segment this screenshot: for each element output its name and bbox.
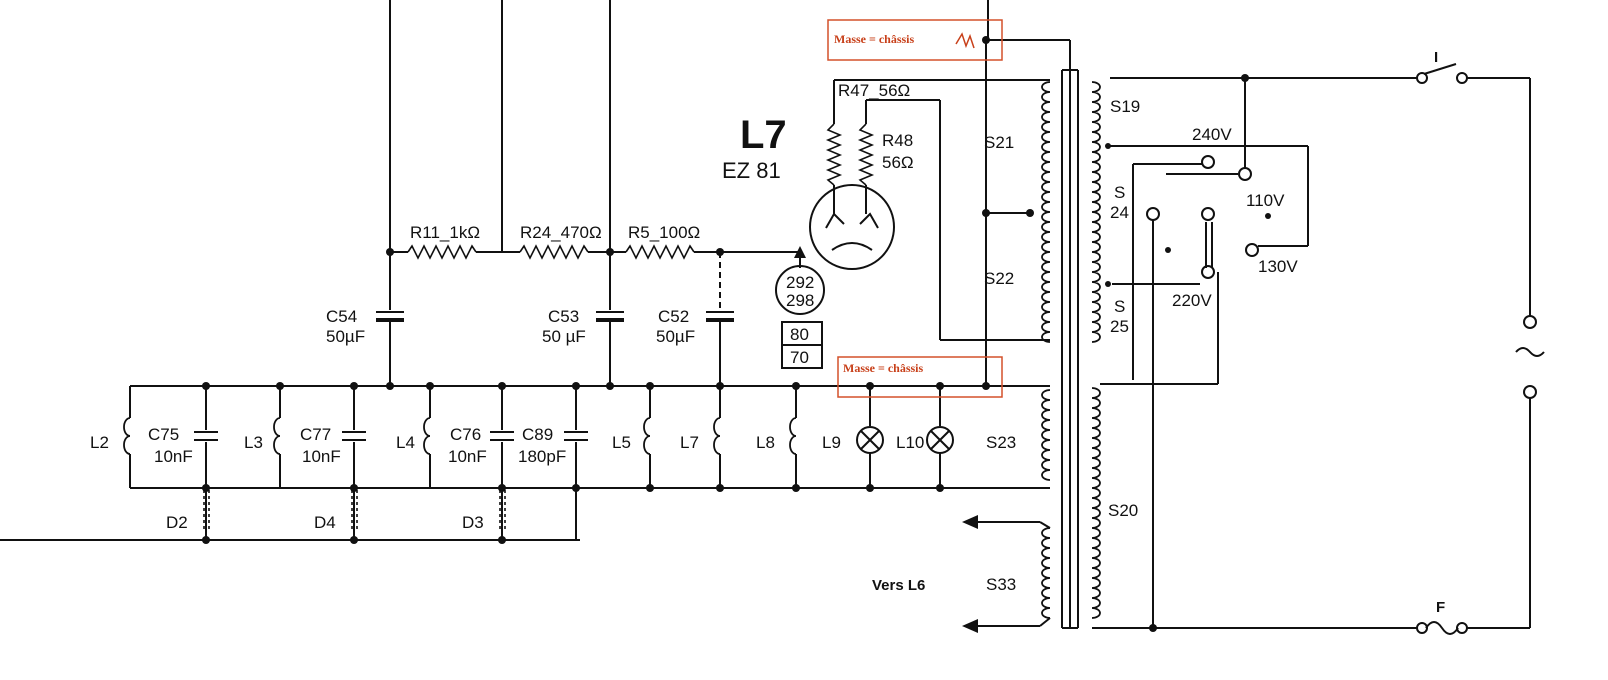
fuse-label: F xyxy=(1436,599,1445,616)
l5-label: L5 xyxy=(612,433,631,452)
voltage-240: 240V xyxy=(1192,125,1232,144)
r24-resistor xyxy=(519,244,589,260)
s22-label: S22 xyxy=(984,269,1014,288)
s23-label: S23 xyxy=(986,433,1016,452)
c76-label: C76 xyxy=(450,425,481,444)
pin-292: 292 xyxy=(786,273,814,292)
l7-label: L7 xyxy=(680,433,699,452)
r5-label: R5_100Ω xyxy=(628,223,700,242)
voltage-110: 110V xyxy=(1246,191,1285,210)
r24-label: R24_470Ω xyxy=(520,223,602,242)
r47-resistor xyxy=(825,123,843,186)
s20-winding xyxy=(1091,387,1101,619)
s33-label: S33 xyxy=(986,575,1016,594)
s24-num-label: 24 xyxy=(1110,203,1129,222)
transformer xyxy=(1041,69,1101,629)
r11-resistor xyxy=(407,244,477,260)
s21-label: S21 xyxy=(984,133,1014,152)
annotation-top: Masse = châssis xyxy=(827,19,1003,61)
s33-winding xyxy=(1041,527,1051,619)
c53-value: 50 µF xyxy=(542,327,586,346)
l8-label: L8 xyxy=(756,433,775,452)
annotation-top-text: Masse = châssis xyxy=(834,32,915,46)
s19-s24-s25-winding xyxy=(1091,81,1101,343)
s23-winding xyxy=(1041,389,1051,481)
mains-input xyxy=(1092,63,1545,635)
switch-label: I xyxy=(1434,49,1438,66)
tube-pin-indicator xyxy=(775,258,825,369)
voltage-220: 220V xyxy=(1172,291,1212,310)
filter-capacitors xyxy=(376,252,734,386)
tube-name: L7 xyxy=(740,113,787,157)
secondary-taps xyxy=(982,36,1071,387)
r48-label: R48 xyxy=(882,131,913,150)
c75-value: 10nF xyxy=(154,447,193,466)
c89-value: 180pF xyxy=(518,447,566,466)
tube-type: EZ 81 xyxy=(722,158,781,183)
c76-value: 10nF xyxy=(448,447,487,466)
r5-resistor xyxy=(625,244,695,260)
d3-label: D3 xyxy=(462,513,484,532)
c52-label: C52 xyxy=(658,307,689,326)
output-arrows xyxy=(962,515,1051,633)
output-label: Vers L6 xyxy=(872,577,925,594)
r48-value: 56Ω xyxy=(882,153,914,172)
pin-80: 80 xyxy=(790,325,809,344)
pin-298: 298 xyxy=(786,291,814,310)
voltage-130: 130V xyxy=(1258,257,1298,276)
r11-label: R11_1kΩ xyxy=(410,223,480,242)
c77-label: C77 xyxy=(300,425,331,444)
filter-resistor-chain xyxy=(386,244,806,260)
s24-s-label: S xyxy=(1114,183,1125,202)
l9-label: L9 xyxy=(822,433,841,452)
s25-s-label: S xyxy=(1114,297,1125,316)
voltage-selector xyxy=(1100,74,1418,628)
l3-label: L3 xyxy=(244,433,263,452)
d2-label: D2 xyxy=(166,513,188,532)
s20-label: S20 xyxy=(1108,501,1138,520)
s21-s22-winding xyxy=(1041,81,1051,343)
c52-value: 50µF xyxy=(656,327,695,346)
diode-bridges xyxy=(203,490,506,530)
l2-label: L2 xyxy=(90,433,109,452)
l10-label: L10 xyxy=(896,433,924,452)
c54-label: C54 xyxy=(326,307,357,326)
annotation-bottom: Masse = châssis xyxy=(837,356,1003,398)
c89-label: C89 xyxy=(522,425,553,444)
r48-resistor xyxy=(857,123,875,186)
ez81-tube xyxy=(809,79,1050,341)
c77-value: 10nF xyxy=(302,447,341,466)
s25-num-label: 25 xyxy=(1110,317,1129,336)
pilot-circuit xyxy=(194,386,954,540)
c75-label: C75 xyxy=(148,425,179,444)
l4-label: L4 xyxy=(396,433,415,452)
annotation-bottom-text: Masse = châssis xyxy=(843,361,924,375)
c53-label: C53 xyxy=(548,307,579,326)
c54-value: 50µF xyxy=(326,327,365,346)
r47-label: R47_56Ω xyxy=(838,81,910,100)
d4-label: D4 xyxy=(314,513,336,532)
pin-70: 70 xyxy=(790,348,809,367)
top-feed-lines xyxy=(389,0,989,252)
s19-label: S19 xyxy=(1110,97,1140,116)
